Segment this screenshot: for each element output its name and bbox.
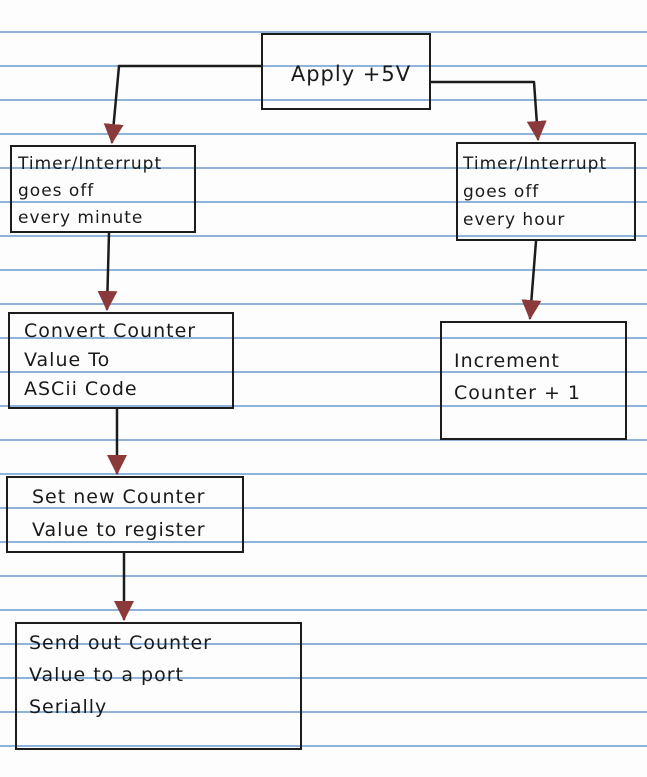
timer-minute-text-line: Timer/Interrupt [18,154,163,174]
node-apply-5v: Apply +5V [261,33,431,110]
convert-counter-text-line: Convert Counter [24,320,197,342]
send-counter-text-line: Value to a port [29,664,184,686]
arrow-timer-minute-to-convert-counter [97,231,118,311]
set-counter-text-line: Set new Counter [32,486,206,508]
send-counter-text-line: Send out Counter [29,632,212,654]
arrow-timer-hour-to-increment-counter [521,239,542,320]
convert-counter-text-line: Value To [24,349,111,371]
timer-hour-text-line: every hour [463,210,566,230]
timer-hour-text-line: goes off [463,182,540,202]
increment-counter-text-line: Increment [454,350,560,372]
apply-5v-text-line: Apply +5V [290,62,412,86]
arrow-apply-5v-to-timer-hour [429,80,547,141]
send-counter-text-line: Serially [29,696,108,718]
convert-counter-text-line: ASCii Code [24,378,138,400]
timer-minute-text-line: goes off [18,181,95,201]
increment-counter-text-line: Counter + 1 [454,382,582,404]
arrow-apply-5v-to-timer-minute [103,64,263,144]
set-counter-text-line: Value to register [32,519,206,541]
timer-minute-text-line: every minute [18,208,144,228]
node-timer-hour: Timer/Interrupt goes off every hour [456,142,636,241]
timer-hour-text-line: Timer/Interrupt [463,154,608,174]
node-timer-minute: Timer/Interrupt goes off every minute [10,145,196,233]
